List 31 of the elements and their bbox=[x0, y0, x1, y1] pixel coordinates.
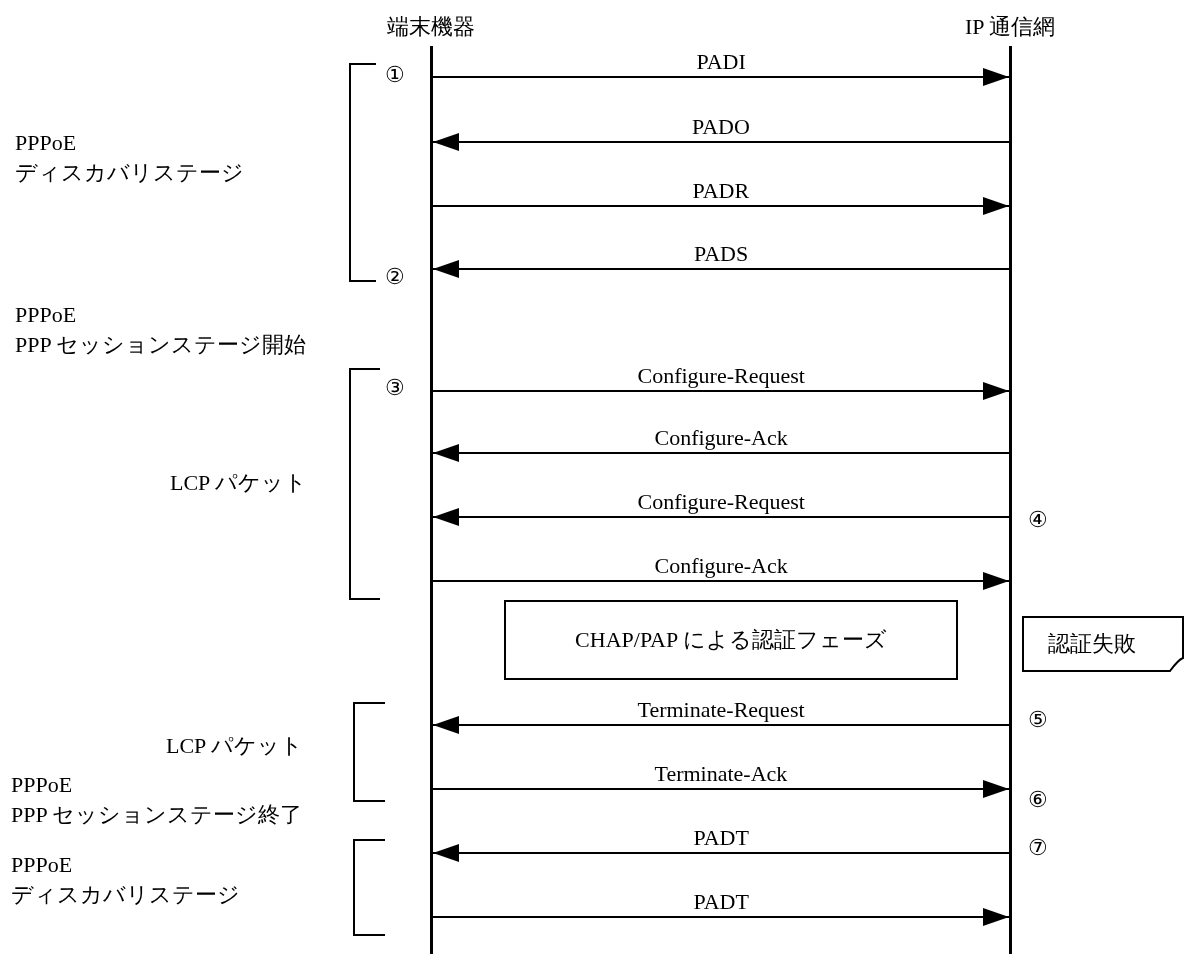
arrow bbox=[432, 508, 1010, 526]
phase-label: PPPoE ディスカバリステージ bbox=[11, 851, 240, 909]
lifeline-label: IP 通信網 bbox=[965, 13, 1056, 41]
step-number: ⑥ bbox=[1028, 786, 1048, 814]
step-number: ⑦ bbox=[1028, 834, 1048, 862]
arrow bbox=[432, 908, 1010, 926]
arrow bbox=[432, 260, 1010, 278]
lifeline-label: 端末機器 bbox=[387, 13, 475, 41]
lifeline bbox=[1009, 46, 1012, 954]
step-number: ④ bbox=[1028, 506, 1048, 534]
phase-label: LCP パケット bbox=[166, 732, 304, 760]
step-number: ⑤ bbox=[1028, 706, 1048, 734]
phase-label: PPPoE PPP セッションステージ終了 bbox=[11, 771, 303, 829]
phase-label: LCP パケット bbox=[170, 469, 308, 497]
process-box: CHAP/PAP による認証フェーズ bbox=[504, 600, 958, 680]
arrow bbox=[432, 382, 1010, 400]
lifeline bbox=[430, 46, 433, 954]
step-number: ② bbox=[385, 263, 405, 291]
arrow bbox=[432, 133, 1010, 151]
arrow bbox=[432, 444, 1010, 462]
note-box: 認証失敗 bbox=[1022, 616, 1184, 672]
phase-label: PPPoE ディスカバリステージ bbox=[15, 129, 244, 187]
phase-label: PPPoE PPP セッションステージ開始 bbox=[15, 301, 307, 359]
arrow bbox=[432, 68, 1010, 86]
arrow bbox=[432, 572, 1010, 590]
arrow bbox=[432, 197, 1010, 215]
step-number: ① bbox=[385, 61, 405, 89]
arrow bbox=[432, 716, 1010, 734]
arrow bbox=[432, 844, 1010, 862]
arrow bbox=[432, 780, 1010, 798]
step-number: ③ bbox=[385, 374, 405, 402]
